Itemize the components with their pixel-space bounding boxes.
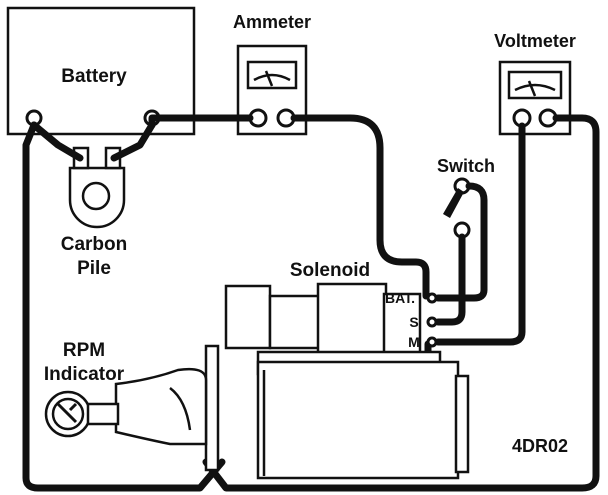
- terminal-s-label: S: [409, 314, 418, 330]
- carbon-pile-label-line1: Carbon: [61, 234, 128, 255]
- rpm-label-line1: RPM: [63, 340, 105, 361]
- wire-ammeter-to-bat: [290, 114, 430, 300]
- figure-code: 4DR02: [512, 436, 568, 456]
- wire-switch-to-s-terminal: [434, 233, 466, 326]
- wire-battery-to-carbon-pile-pos: [110, 121, 156, 162]
- terminal-bat-label: BAT.: [385, 290, 415, 306]
- wiring: [22, 114, 600, 492]
- terminal-m-label: M: [408, 334, 420, 350]
- carbon-pile-label-line2: Pile: [77, 258, 111, 279]
- battery: Battery: [6, 6, 196, 136]
- wire-voltmeter-to-ground: [202, 114, 600, 492]
- solenoid-body: [316, 282, 388, 358]
- starter-motor: BAT. S M: [114, 282, 470, 480]
- rpm-indicator: RPM Indicator: [44, 340, 125, 438]
- rpm-needle-icon: [56, 402, 78, 424]
- carbon-pile-knob-icon: [81, 181, 111, 211]
- voltmeter: Voltmeter: [494, 31, 576, 136]
- wire-battery-to-carbon-pile-neg: [30, 121, 84, 162]
- switch-lever-icon: [443, 188, 464, 218]
- voltmeter-label: Voltmeter: [494, 31, 576, 51]
- ammeter-label: Ammeter: [233, 12, 311, 32]
- battery-label: Battery: [61, 66, 127, 87]
- wire-voltmeter-to-m-terminal: [434, 122, 526, 346]
- ammeter: Ammeter: [233, 12, 311, 136]
- s-terminal-stud: [426, 316, 438, 328]
- m-terminal-stud: [426, 336, 438, 348]
- switch-label: Switch: [437, 156, 495, 176]
- solenoid-label: Solenoid: [290, 260, 370, 281]
- bat-terminal-stud: [426, 292, 438, 304]
- carbon-pile: Carbon Pile: [61, 146, 128, 279]
- wire-switch-to-bat: [434, 182, 488, 302]
- wire-battery-negative-to-ground: [22, 121, 226, 492]
- rpm-label-line2: Indicator: [44, 364, 125, 385]
